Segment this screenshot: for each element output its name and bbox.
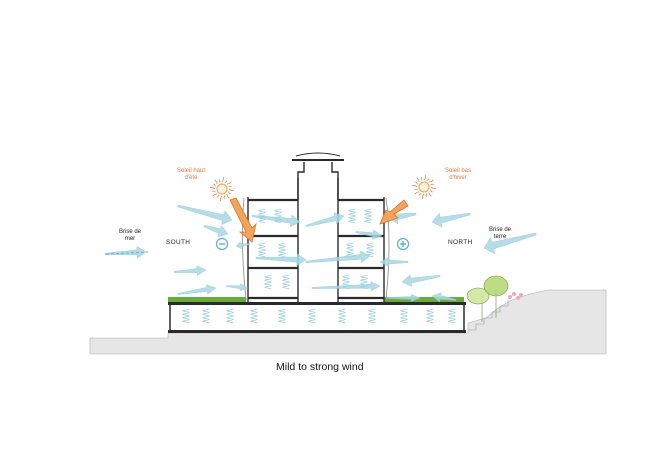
wind-flow-arrows bbox=[104, 204, 537, 303]
air-swirl bbox=[226, 308, 234, 324]
land-breeze-label: Brise de terre bbox=[488, 227, 511, 240]
ventilation-chimney bbox=[292, 152, 344, 200]
air-swirl bbox=[338, 308, 346, 324]
wind-arrow bbox=[305, 250, 371, 264]
air-swirl bbox=[182, 308, 190, 324]
wind-arrow bbox=[225, 283, 249, 292]
air-swirl bbox=[342, 274, 350, 290]
air-swirl bbox=[308, 308, 316, 324]
wind-arrow bbox=[355, 229, 383, 240]
air-swirl bbox=[348, 208, 356, 224]
sea-breeze-label: Brise de mer bbox=[118, 229, 141, 242]
podium-slab bbox=[168, 302, 466, 305]
plus-circle-icon bbox=[396, 237, 410, 251]
wind-arrow bbox=[104, 245, 147, 259]
air-swirl bbox=[368, 308, 376, 324]
air-swirl bbox=[274, 208, 282, 224]
wind-arrow bbox=[431, 212, 471, 228]
air-swirl bbox=[202, 308, 210, 324]
air-swirl bbox=[278, 242, 286, 258]
air-swirls bbox=[182, 208, 456, 324]
wind-arrow bbox=[235, 241, 251, 250]
wind-arrow bbox=[483, 232, 537, 255]
air-swirl bbox=[426, 308, 434, 324]
diagram-caption: Mild to strong wind bbox=[276, 361, 364, 373]
wind-arrow bbox=[177, 284, 217, 295]
flowers-icon bbox=[508, 292, 523, 300]
north-label: NORTH bbox=[448, 239, 473, 246]
winter-sun-ray-arrow bbox=[379, 199, 409, 225]
air-swirl bbox=[448, 308, 456, 324]
air-swirl bbox=[250, 308, 258, 324]
green-roof-north bbox=[384, 297, 464, 302]
wind-arrow bbox=[401, 274, 441, 287]
wind-arrow bbox=[305, 212, 345, 227]
summer-sun-ray-arrow bbox=[229, 197, 257, 243]
wind-arrow bbox=[379, 256, 409, 268]
air-swirl bbox=[264, 274, 272, 290]
air-swirl bbox=[400, 308, 408, 324]
ground-terrain bbox=[89, 289, 607, 355]
sun-winter-label: Soleil bas d'hiver bbox=[444, 168, 471, 181]
air-swirl bbox=[258, 242, 266, 258]
air-swirl bbox=[360, 274, 368, 290]
tower-north bbox=[337, 178, 390, 302]
air-swirl bbox=[364, 208, 372, 224]
tree-icon bbox=[466, 275, 509, 322]
minus-circle-icon bbox=[215, 237, 229, 251]
wind-arrow bbox=[385, 294, 421, 302]
sun-summer-label: Soleil haut d'été bbox=[176, 168, 206, 181]
air-swirl bbox=[278, 308, 286, 324]
terrain-steps bbox=[468, 300, 509, 331]
sun-winter-icon bbox=[412, 175, 436, 199]
sea-breeze-dashed-line bbox=[105, 251, 149, 255]
wind-arrow bbox=[177, 204, 233, 226]
air-swirl bbox=[282, 274, 290, 290]
wind-arrow bbox=[255, 253, 307, 267]
wind-arrow bbox=[173, 265, 207, 276]
air-swirl bbox=[258, 208, 266, 224]
air-swirl bbox=[346, 242, 354, 258]
green-roof-south bbox=[168, 297, 246, 302]
sun-summer-icon bbox=[210, 177, 234, 201]
wind-arrow bbox=[431, 292, 457, 303]
wind-arrow bbox=[203, 224, 229, 238]
south-label: SOUTH bbox=[166, 239, 191, 246]
wind-arrow bbox=[251, 214, 301, 228]
air-swirl bbox=[366, 242, 374, 258]
